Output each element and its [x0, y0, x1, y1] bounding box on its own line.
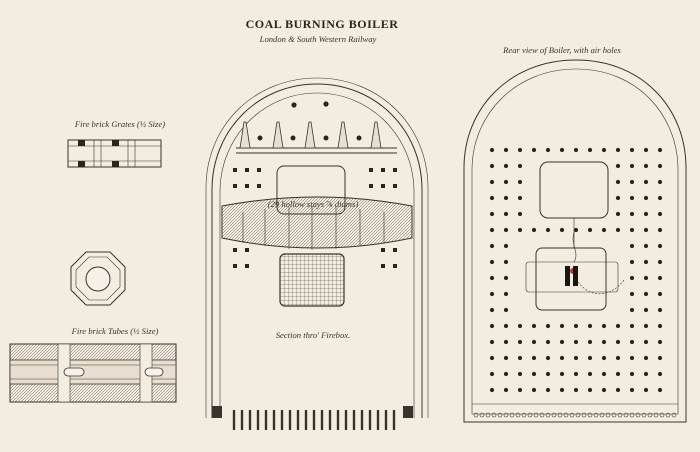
rear-view: Rear view of Boiler, with air holes: [463, 45, 687, 423]
plate-subtitle: London & South Western Railway: [259, 34, 377, 44]
fire-brick-tubes: Fire brick Tubes (½ Size): [9, 326, 177, 403]
fire-brick-grates: Fire brick Grates (½ Size): [67, 119, 165, 168]
grates-caption: Fire brick Grates (½ Size): [74, 119, 165, 129]
plate-title: COAL BURNING BOILER: [246, 17, 399, 31]
firebox-section: (29 hollow stays ⅞ diams) Section thro' …: [205, 77, 429, 430]
rear-caption: Rear view of Boiler, with air holes: [502, 45, 621, 55]
tubes-caption: Fire brick Tubes (½ Size): [71, 326, 159, 336]
octagon-brick: [70, 251, 126, 306]
stays-caption: (29 hollow stays ⅞ diams): [268, 199, 359, 209]
section-caption: Section thro' Firebox.: [276, 330, 350, 340]
